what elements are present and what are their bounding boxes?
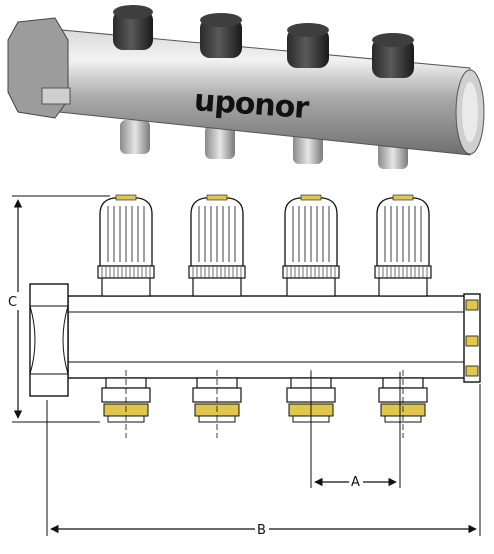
- valve-2: [188, 194, 246, 438]
- valve-4: [374, 194, 432, 438]
- dimension-b: B: [46, 384, 481, 538]
- dimension-a: A: [310, 372, 401, 490]
- brand-logo: uponor: [193, 83, 311, 126]
- drawing-left-hex-nut: [29, 283, 69, 397]
- dimension-a-label: A: [351, 475, 360, 490]
- manifold-photo: uponor: [7, 5, 485, 169]
- dimension-b-label: B: [257, 523, 266, 538]
- dimension-c-label: C: [8, 295, 17, 310]
- dimension-c: C: [6, 195, 110, 423]
- drawing-right-end-plug: [463, 293, 481, 383]
- drawing-manifold-bar: [67, 295, 467, 379]
- photo-valve-caps: [113, 5, 414, 78]
- valve-1: [97, 194, 155, 438]
